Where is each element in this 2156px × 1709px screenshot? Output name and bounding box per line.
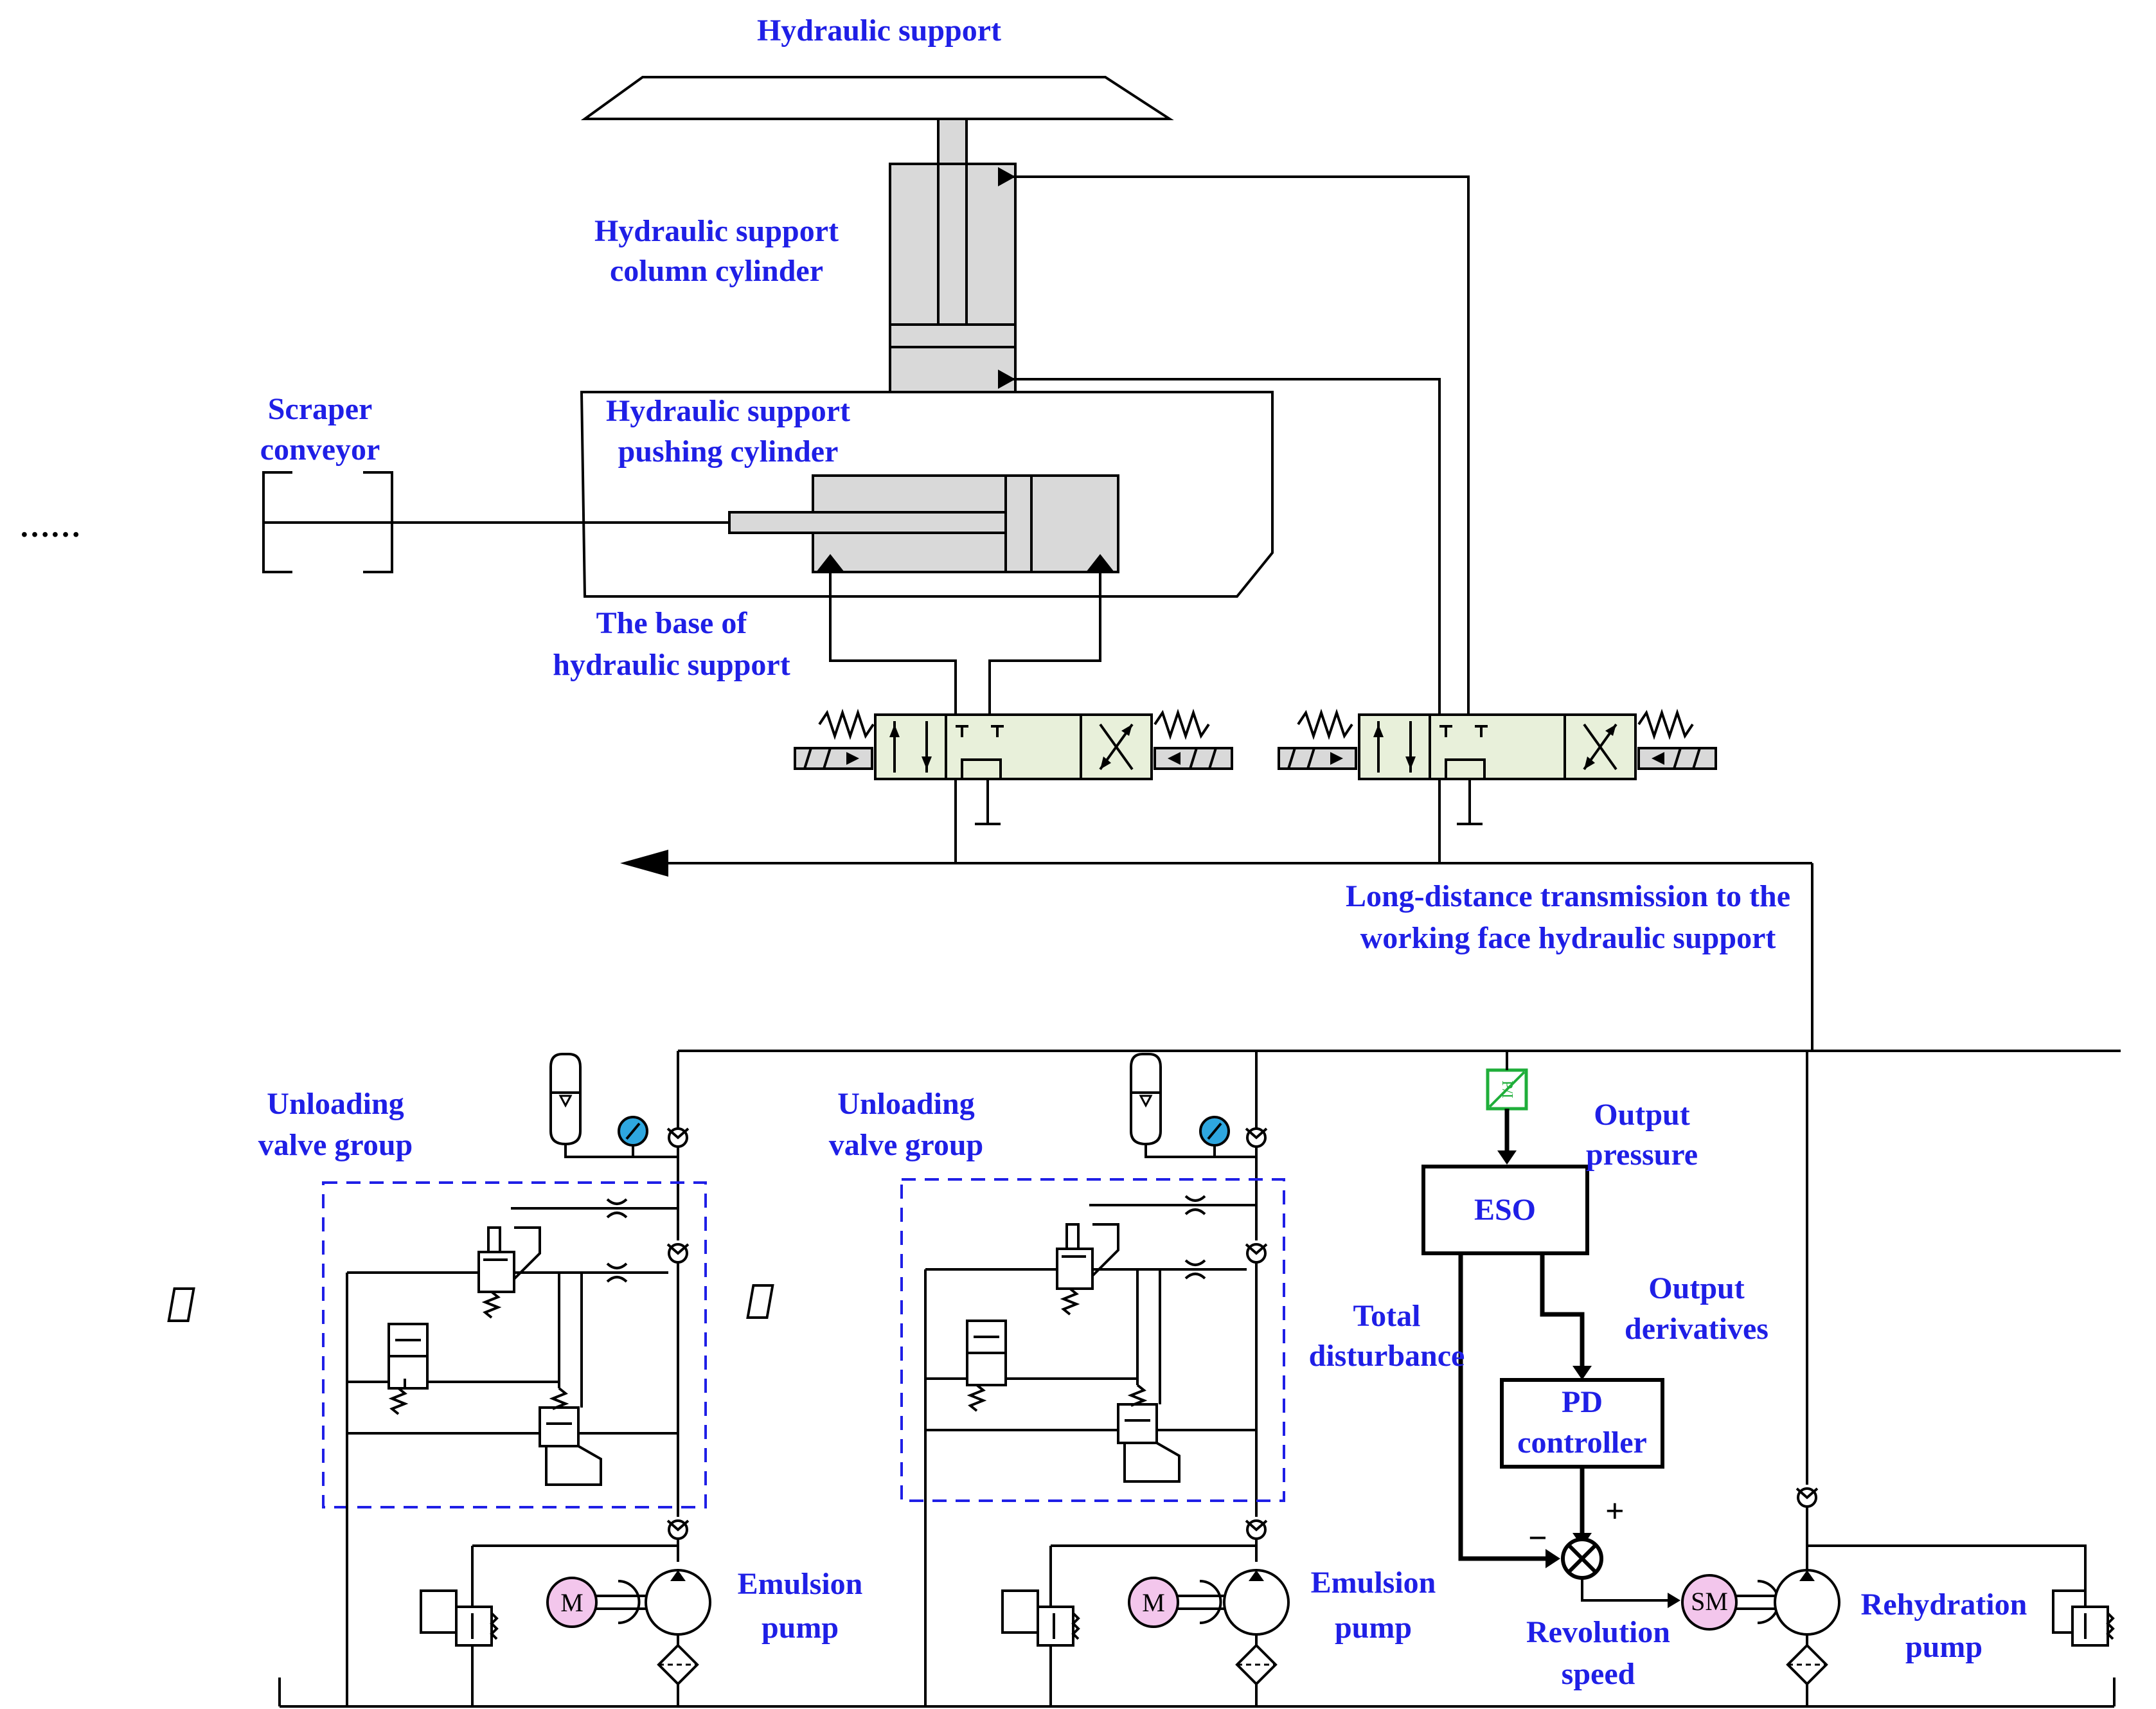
eso-label: ESO xyxy=(1474,1193,1536,1227)
label-emulsion-2-2: pump xyxy=(1335,1611,1412,1645)
unloading-valve-group-2 xyxy=(900,1178,1285,1502)
label-rehydration-1: Rehydration xyxy=(1861,1588,2027,1622)
unit-1: M xyxy=(167,1053,711,1706)
accumulator-1 xyxy=(549,1053,582,1146)
label-output-derivatives-1: Output xyxy=(1648,1271,1744,1305)
column-cylinder-lines xyxy=(998,167,1470,713)
label-revolution-1: Revolution xyxy=(1526,1615,1670,1649)
label-column-cylinder-2: column cylinder xyxy=(610,254,823,288)
unloading-valve-group-1 xyxy=(322,1181,707,1508)
minus-sign: − xyxy=(1528,1520,1547,1557)
pd-controller-block xyxy=(1500,1378,1664,1469)
label-pushing-cylinder-2: pushing cylinder xyxy=(618,434,839,469)
label-total-disturbance-1: Total xyxy=(1353,1299,1421,1333)
label-revolution-2: speed xyxy=(1562,1657,1635,1691)
pd-label-2: controller xyxy=(1517,1426,1647,1460)
pushing-cylinder-lines xyxy=(829,572,1101,713)
label-unloading-1-1: Unloading xyxy=(267,1087,404,1121)
sensor-label: P/I xyxy=(1499,1080,1515,1098)
directional-valve-2 xyxy=(1278,711,1717,825)
hydraulic-support-top xyxy=(580,76,1174,120)
label-hydraulic-support: Hydraulic support xyxy=(757,13,1001,48)
motor-1 xyxy=(546,1577,598,1628)
motor-2 xyxy=(1128,1577,1179,1628)
label-base-2: hydraulic support xyxy=(553,648,790,682)
label-output-derivatives-2: derivatives xyxy=(1625,1312,1768,1346)
plus-sign: + xyxy=(1605,1493,1625,1530)
pd-label-1: PD xyxy=(1562,1385,1603,1419)
scraper-conveyor xyxy=(262,471,393,573)
label-unloading-2-2: valve group xyxy=(829,1128,983,1162)
label-column-cylinder-1: Hydraulic support xyxy=(594,214,839,248)
servo-motor-label: SM xyxy=(1691,1587,1728,1616)
motor-2-label: M xyxy=(1142,1588,1165,1617)
pushing-cylinder xyxy=(263,474,1119,573)
label-pushing-cylinder-1: Hydraulic support xyxy=(606,394,850,428)
label-rehydration-2: pump xyxy=(1905,1630,1982,1664)
tank-line xyxy=(278,1678,2116,1708)
label-output-pressure-2: pressure xyxy=(1586,1138,1698,1172)
servo-motor xyxy=(1681,1574,1738,1631)
directional-valve-1 xyxy=(794,711,1233,825)
supply-header xyxy=(620,779,1813,1051)
label-transmission-1: Long-distance transmission to the xyxy=(1346,879,1790,913)
eso-block xyxy=(1421,1165,1589,1255)
label-base-1: The base of xyxy=(596,606,748,640)
label-emulsion-1-2: pump xyxy=(762,1611,839,1645)
label-total-disturbance-2: disturbance xyxy=(1309,1339,1465,1373)
accumulator-2 xyxy=(1130,1053,1162,1146)
label-scraper-2: conveyor xyxy=(260,433,380,467)
control-loop: P/I ESO PD controller + − SM xyxy=(1421,1051,2115,1706)
label-output-pressure-1: Output xyxy=(1594,1098,1689,1132)
label-unloading-2-1: Unloading xyxy=(837,1087,974,1121)
unit-2: M xyxy=(746,1053,1290,1706)
label-transmission-2: working face hydraulic support xyxy=(1360,921,1776,955)
ellipsis: …… xyxy=(19,510,81,544)
label-emulsion-2-1: Emulsion xyxy=(1311,1566,1436,1600)
label-unloading-1-2: valve group xyxy=(258,1128,413,1162)
label-scraper-1: Scraper xyxy=(268,392,373,426)
label-emulsion-1-1: Emulsion xyxy=(738,1567,863,1601)
support-base xyxy=(580,391,1274,598)
column-cylinder xyxy=(889,118,1017,393)
pressure-main-line xyxy=(677,1050,2121,1485)
motor-1-label: M xyxy=(560,1588,584,1617)
